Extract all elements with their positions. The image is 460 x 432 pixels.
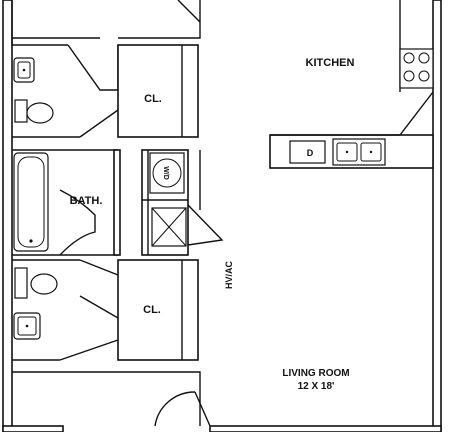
lower-toilet-bowl	[30, 273, 58, 295]
dishwasher-label: D	[307, 148, 314, 158]
kitchen-peninsula: D	[269, 91, 434, 169]
upper-closet-door-left	[67, 44, 118, 91]
upper-toilet-tank	[14, 99, 28, 123]
entry-door-leaf	[194, 391, 211, 427]
entry-partition	[12, 371, 201, 426]
upper-sink-basin	[17, 61, 31, 79]
upper-lavatory	[13, 57, 54, 124]
door-swing-top	[177, 0, 201, 23]
lower-toilet-tank	[14, 267, 28, 299]
lower-closet-door-swing	[59, 339, 119, 361]
bath-area: BATH.	[12, 149, 121, 256]
peninsula-corner	[399, 91, 434, 136]
lower-closet-door-top	[79, 259, 119, 276]
lower-sink-drain	[25, 324, 29, 328]
bath-right-wall	[113, 149, 121, 256]
upper-sink-drain	[22, 68, 26, 72]
bath-door-swing	[59, 189, 96, 256]
living-room: LIVING ROOM 12 X 18'	[282, 368, 349, 392]
washer-drum	[152, 158, 182, 188]
burner-1	[403, 52, 415, 64]
lower-closet: CL.	[59, 259, 199, 361]
exterior-walls	[2, 0, 442, 432]
bathtub	[13, 152, 49, 252]
upper-bath-top	[11, 38, 68, 46]
bathtub-drain	[29, 239, 33, 243]
living-room-label: LIVING ROOM	[282, 368, 349, 379]
washer-dryer-label: W/D	[162, 166, 169, 180]
burner-4	[418, 70, 430, 82]
upper-closet: CL.	[67, 44, 199, 138]
lower-closet-label: CL.	[143, 304, 161, 316]
top-partitions	[11, 0, 201, 138]
hvac-label: HV/AC	[224, 261, 234, 290]
sink-basin-left	[336, 142, 358, 162]
partition-top-right	[118, 0, 201, 39]
bath-label: BATH.	[70, 195, 103, 207]
upper-closet-box	[117, 44, 199, 138]
living-room-size: 12 X 18'	[298, 381, 335, 392]
kitchen-range: KITCHEN	[306, 0, 434, 92]
washer-dryer	[149, 152, 185, 194]
partition-top-left	[11, 0, 100, 39]
utility-column: W/D HV/AC	[141, 149, 234, 290]
dishwasher	[289, 140, 326, 164]
lower-lavatory	[12, 259, 80, 361]
sink-drain-right	[369, 150, 373, 154]
lower-closet-box	[117, 259, 199, 361]
hvac-cross-b	[151, 207, 187, 247]
entry-door-arc	[154, 391, 196, 427]
bottom-wall-left	[2, 425, 64, 432]
hvac-door-swing	[187, 204, 224, 246]
lower-sink-basin	[17, 316, 37, 336]
bathtub-basin	[17, 156, 45, 248]
burner-3	[403, 70, 415, 82]
lower-closet-door-bottom	[79, 295, 119, 319]
entry	[12, 371, 211, 427]
kitchen-label: KITCHEN	[306, 57, 355, 69]
sink-basin-right	[360, 142, 382, 162]
left-wall	[2, 0, 13, 432]
right-wall	[432, 0, 442, 432]
burner-2	[418, 52, 430, 64]
range	[399, 48, 434, 89]
sink-drain-left	[345, 150, 349, 154]
upper-closet-door-right	[79, 109, 119, 138]
upper-closet-label: CL.	[144, 93, 162, 105]
bottom-wall-right	[209, 425, 442, 432]
upper-toilet-bowl	[26, 102, 54, 124]
